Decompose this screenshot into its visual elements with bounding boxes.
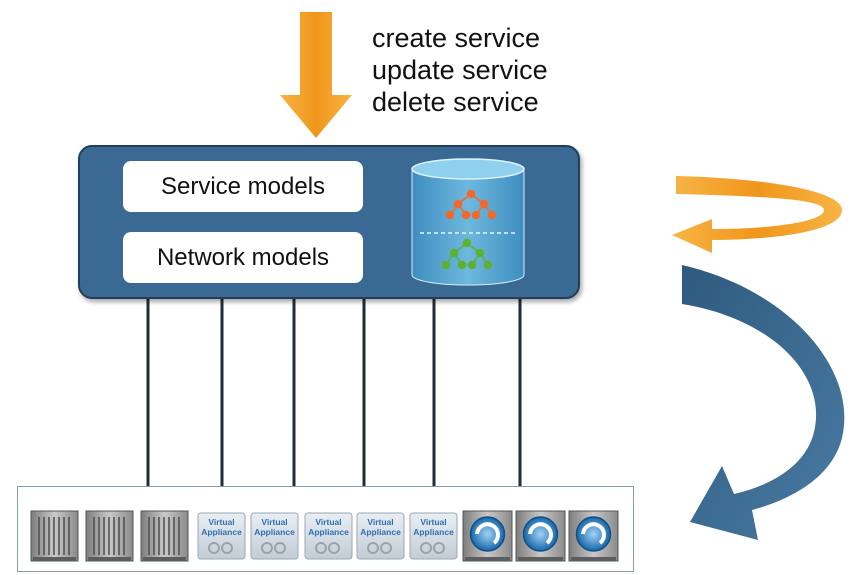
network-tree-icon — [441, 238, 493, 270]
connection-lines — [146, 296, 522, 487]
service-models: Service models — [123, 161, 363, 212]
chassis-icon — [30, 510, 79, 562]
virtual-appliance-label: Virtual — [315, 517, 341, 527]
orchestrator: Service models Network models — [78, 145, 580, 299]
virtual-appliance-label: Virtual — [420, 517, 446, 527]
operation-update: update service — [372, 55, 548, 85]
virtual-appliance-label: Virtual — [261, 517, 287, 527]
virtual-appliance-label: Appliance — [201, 527, 242, 537]
virtual-appliance-label: Appliance — [413, 527, 454, 537]
service-tree-icon — [445, 189, 497, 220]
input-arrow — [280, 12, 352, 138]
database-icon — [411, 158, 525, 286]
router-icon — [568, 510, 619, 562]
chassis-icon — [140, 510, 189, 562]
network-models: Network models — [123, 232, 363, 283]
service-operations: create service update service delete ser… — [372, 22, 548, 118]
virtual-appliance-label: Appliance — [254, 527, 295, 537]
router-icon — [462, 510, 513, 562]
virtual-appliance-label: Appliance — [308, 527, 349, 537]
loop-arrow — [672, 176, 842, 253]
deploy-arrow — [682, 265, 845, 540]
devices-row: VirtualApplianceVirtualApplianceVirtualA… — [30, 510, 619, 562]
router-icon — [515, 510, 566, 562]
operation-delete: delete service — [372, 87, 539, 117]
chassis-icon — [85, 510, 134, 562]
operation-create: create service — [372, 23, 541, 53]
virtual-appliance-label: Virtual — [367, 517, 393, 527]
virtual-appliance-label: Virtual — [208, 517, 234, 527]
virtual-appliance-label: Appliance — [360, 527, 401, 537]
